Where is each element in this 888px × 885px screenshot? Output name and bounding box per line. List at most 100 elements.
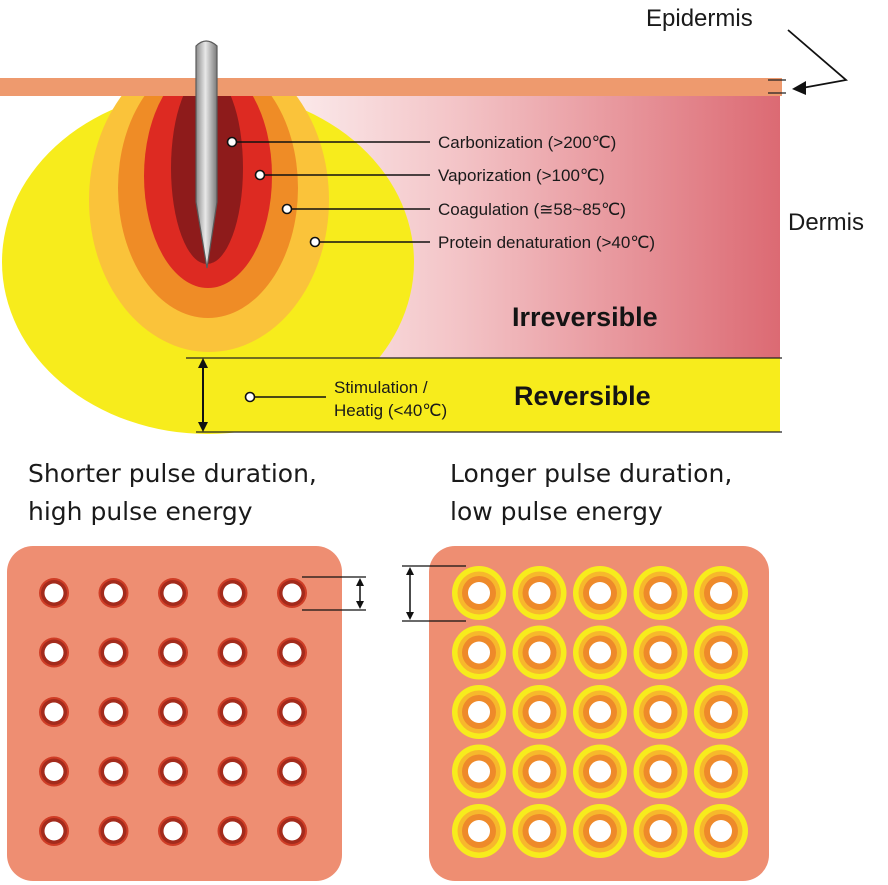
spot-ablation-core	[282, 821, 302, 841]
carbonization-label: Carbonization (>200℃)	[438, 133, 616, 152]
spot-ablation-core	[223, 643, 242, 662]
right-caption-line2: low pulse energy	[450, 497, 663, 526]
spot-ablation-core	[468, 582, 490, 604]
treatment-spot	[573, 804, 627, 858]
treatment-spot	[39, 816, 69, 846]
treatment-spot	[633, 804, 688, 858]
protein-denaturation-pointer-dot	[309, 236, 321, 248]
spot-ablation-core	[649, 760, 672, 783]
protein-denaturation-label: Protein denaturation (>40℃)	[438, 233, 655, 252]
spot-ablation-core	[589, 701, 611, 723]
treatment-spot	[98, 756, 129, 787]
left-caption-line2: high pulse energy	[28, 497, 253, 526]
spot-ablation-core	[44, 583, 64, 603]
spot-ablation-core	[468, 760, 490, 783]
treatment-spot	[158, 637, 188, 668]
epidermis-layer	[0, 78, 782, 96]
zone-pointers	[226, 136, 430, 403]
treatment-spot	[158, 756, 188, 787]
spot-ablation-core	[528, 820, 551, 842]
spot-ablation-core	[589, 820, 611, 842]
spot-ablation-core	[528, 701, 551, 723]
treatment-spot	[633, 685, 688, 739]
spot-ablation-core	[223, 762, 242, 781]
spot-ablation-core	[44, 821, 64, 841]
treatment-spot	[452, 804, 506, 858]
treatment-spot	[98, 816, 129, 846]
spot-ablation-core	[104, 702, 123, 722]
left-spot-size-bracket	[302, 576, 366, 611]
spot-ablation-core	[710, 641, 732, 664]
treatment-spot	[39, 637, 69, 668]
treatment-spot	[217, 697, 248, 727]
treatment-spot	[277, 578, 307, 608]
spot-ablation-core	[44, 702, 64, 722]
treatment-spot	[512, 566, 567, 620]
treatment-spot	[694, 804, 748, 858]
carbonization-pointer-dot	[226, 136, 238, 148]
tissue-cross-section: Carbonization (>200℃) Vaporization (>100…	[0, 40, 782, 434]
treatment-spot	[694, 625, 748, 680]
treatment-spot	[633, 625, 688, 680]
treatment-spot	[277, 816, 307, 846]
spot-ablation-core	[163, 583, 183, 603]
spot-ablation-core	[223, 702, 242, 722]
spot-ablation-core	[104, 762, 123, 781]
spot-ablation-core	[528, 641, 551, 664]
treatment-spot	[573, 566, 627, 620]
treatment-spot	[452, 744, 506, 799]
treatment-spot	[39, 697, 69, 727]
treatment-spot	[512, 744, 567, 799]
treatment-spot	[452, 625, 506, 680]
treatment-spot	[98, 697, 129, 727]
irreversible-label: Irreversible	[512, 302, 658, 332]
epidermis-pointer	[768, 29, 849, 95]
spot-ablation-core	[282, 583, 302, 603]
spot-ablation-core	[710, 701, 732, 723]
spot-ablation-core	[710, 760, 732, 783]
vaporization-pointer-dot	[254, 169, 266, 181]
treatment-spot	[217, 637, 248, 668]
treatment-spot	[277, 637, 307, 668]
treatment-spot	[512, 804, 567, 858]
spot-ablation-core	[223, 583, 242, 603]
spot-ablation-core	[104, 821, 123, 841]
spot-ablation-core	[282, 643, 302, 662]
treatment-spot	[217, 578, 248, 608]
treatment-spot	[39, 756, 69, 787]
treatment-spot	[452, 566, 506, 620]
left-spot-grid	[39, 578, 307, 846]
spot-ablation-core	[528, 582, 551, 604]
vaporization-label: Vaporization (>100℃)	[438, 166, 605, 185]
spot-ablation-core	[468, 701, 490, 723]
treatment-spot	[512, 685, 567, 739]
stimulation-zone-lower	[37, 358, 379, 434]
spot-ablation-core	[163, 762, 183, 781]
stimulation-label-line2: Heatig (<40℃)	[334, 401, 447, 420]
coagulation-label: Coagulation (≅58~85℃)	[438, 200, 626, 219]
coagulation-pointer-dot	[281, 203, 293, 215]
spot-ablation-core	[589, 641, 611, 664]
treatment-spot	[158, 816, 188, 846]
spot-ablation-core	[649, 582, 672, 604]
spot-ablation-core	[649, 641, 672, 664]
treatment-spot	[39, 578, 69, 608]
spot-ablation-core	[104, 643, 123, 662]
treatment-spot	[158, 697, 188, 727]
spot-ablation-core	[44, 643, 64, 662]
treatment-spot	[694, 744, 748, 799]
spot-ablation-core	[468, 641, 490, 664]
depth-arrow	[198, 358, 208, 432]
treatment-spot	[573, 744, 627, 799]
treatment-spot	[633, 566, 688, 620]
reversible-label: Reversible	[514, 381, 651, 411]
spot-ablation-core	[163, 643, 183, 662]
treatment-spot	[98, 637, 129, 668]
left-caption-line1: Shorter pulse duration,	[28, 459, 317, 488]
treatment-spot	[277, 697, 307, 727]
epidermis-label: Epidermis	[646, 5, 753, 32]
right-caption-line1: Longer pulse duration,	[450, 459, 732, 488]
right-spot-size-bracket	[402, 565, 466, 622]
treatment-spot	[694, 685, 748, 739]
